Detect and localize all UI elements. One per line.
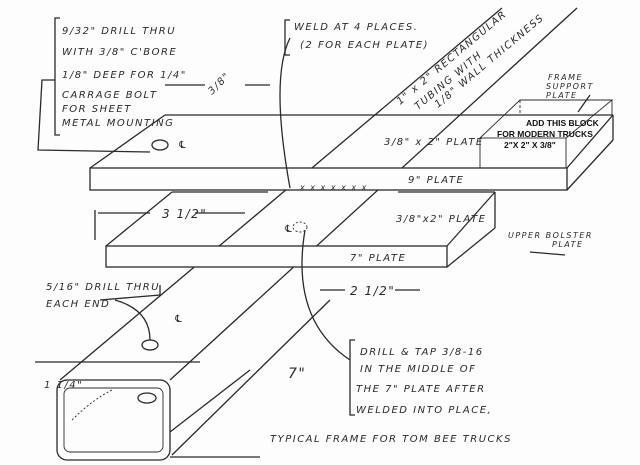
dim-three-half: 3 1/2" [162, 207, 207, 221]
weld-marks: x x x x x x x [299, 183, 368, 192]
drill-note-line: CARRAGE BOLT [62, 90, 158, 101]
counterbore-hole [151, 139, 169, 151]
end-drill-line: 5/16" DRILL THRU [46, 282, 160, 293]
drill-note-line: FOR SHEET [62, 104, 132, 115]
drawing-title: TYPICAL FRAME FOR TOM BEE TRUCKS [270, 434, 512, 445]
nine-inch-plate [89, 114, 614, 191]
drill-note-line: METAL MOUNTING [62, 118, 174, 129]
drill-note: 9/32" DRILL THRU WITH 3/8" C'BORE 1/8" D… [62, 26, 187, 129]
block-note-line: FOR MODERN TRUCKS [497, 129, 593, 139]
tap-note-line: THE 7" PLATE AFTER [356, 384, 486, 395]
weld-note-line: WELD AT 4 PLACES. [294, 22, 418, 33]
centerline-mark: ℄ [178, 140, 188, 151]
upper-bolster-label: UPPER BOLSTER [508, 231, 593, 240]
tap-note-line: WELDED INTO PLACE, [356, 405, 492, 416]
frame-support-label: PLATE [546, 91, 578, 100]
weld-note: WELD AT 4 PLACES. (2 FOR EACH PLATE) [294, 22, 429, 51]
drill-note-line: WITH 3/8" C'BORE [62, 47, 177, 58]
tap-hole [292, 221, 308, 233]
centerline-mark: ℄ [174, 314, 184, 325]
drill-note-line: 9/32" DRILL THRU [62, 26, 176, 37]
top-plate-label: 3/8" x 2" PLATE [384, 137, 484, 148]
block-note-line: ADD THIS BLOCK [526, 118, 600, 128]
seven-plate-label: 7" PLATE [350, 253, 406, 264]
dim-one-quarter: 1 1/4" [44, 380, 83, 391]
end-drill-line: EACH END [46, 299, 110, 310]
block-note-line: 2"X 2" X 3/8" [504, 140, 556, 150]
upper-bolster-label: PLATE [552, 240, 584, 249]
lower-plate-label: 3/8"x2" PLATE [396, 214, 486, 225]
support-block [479, 99, 614, 169]
seven-inch-plate [105, 191, 496, 268]
dim-two-half: 2 1/2" [350, 284, 395, 298]
dim-top-width: 3/8" [206, 70, 233, 97]
nine-plate-label: 9" PLATE [408, 175, 464, 186]
leaders [35, 17, 591, 458]
frame-support-label: SUPPORT [546, 82, 594, 91]
centerline-mark: ℄ [284, 224, 294, 235]
drill-note-line: 1/8" DEEP FOR 1/4" [62, 70, 187, 81]
rectangular-tube [56, 7, 578, 461]
dim-seven: 7" [288, 366, 306, 382]
tap-note-line: IN THE MIDDLE OF [360, 364, 476, 375]
frame-support-label: FRAME [548, 73, 583, 82]
tap-note-line: DRILL & TAP 3/8-16 [360, 347, 484, 358]
weld-note-line: (2 FOR EACH PLATE) [300, 40, 429, 51]
